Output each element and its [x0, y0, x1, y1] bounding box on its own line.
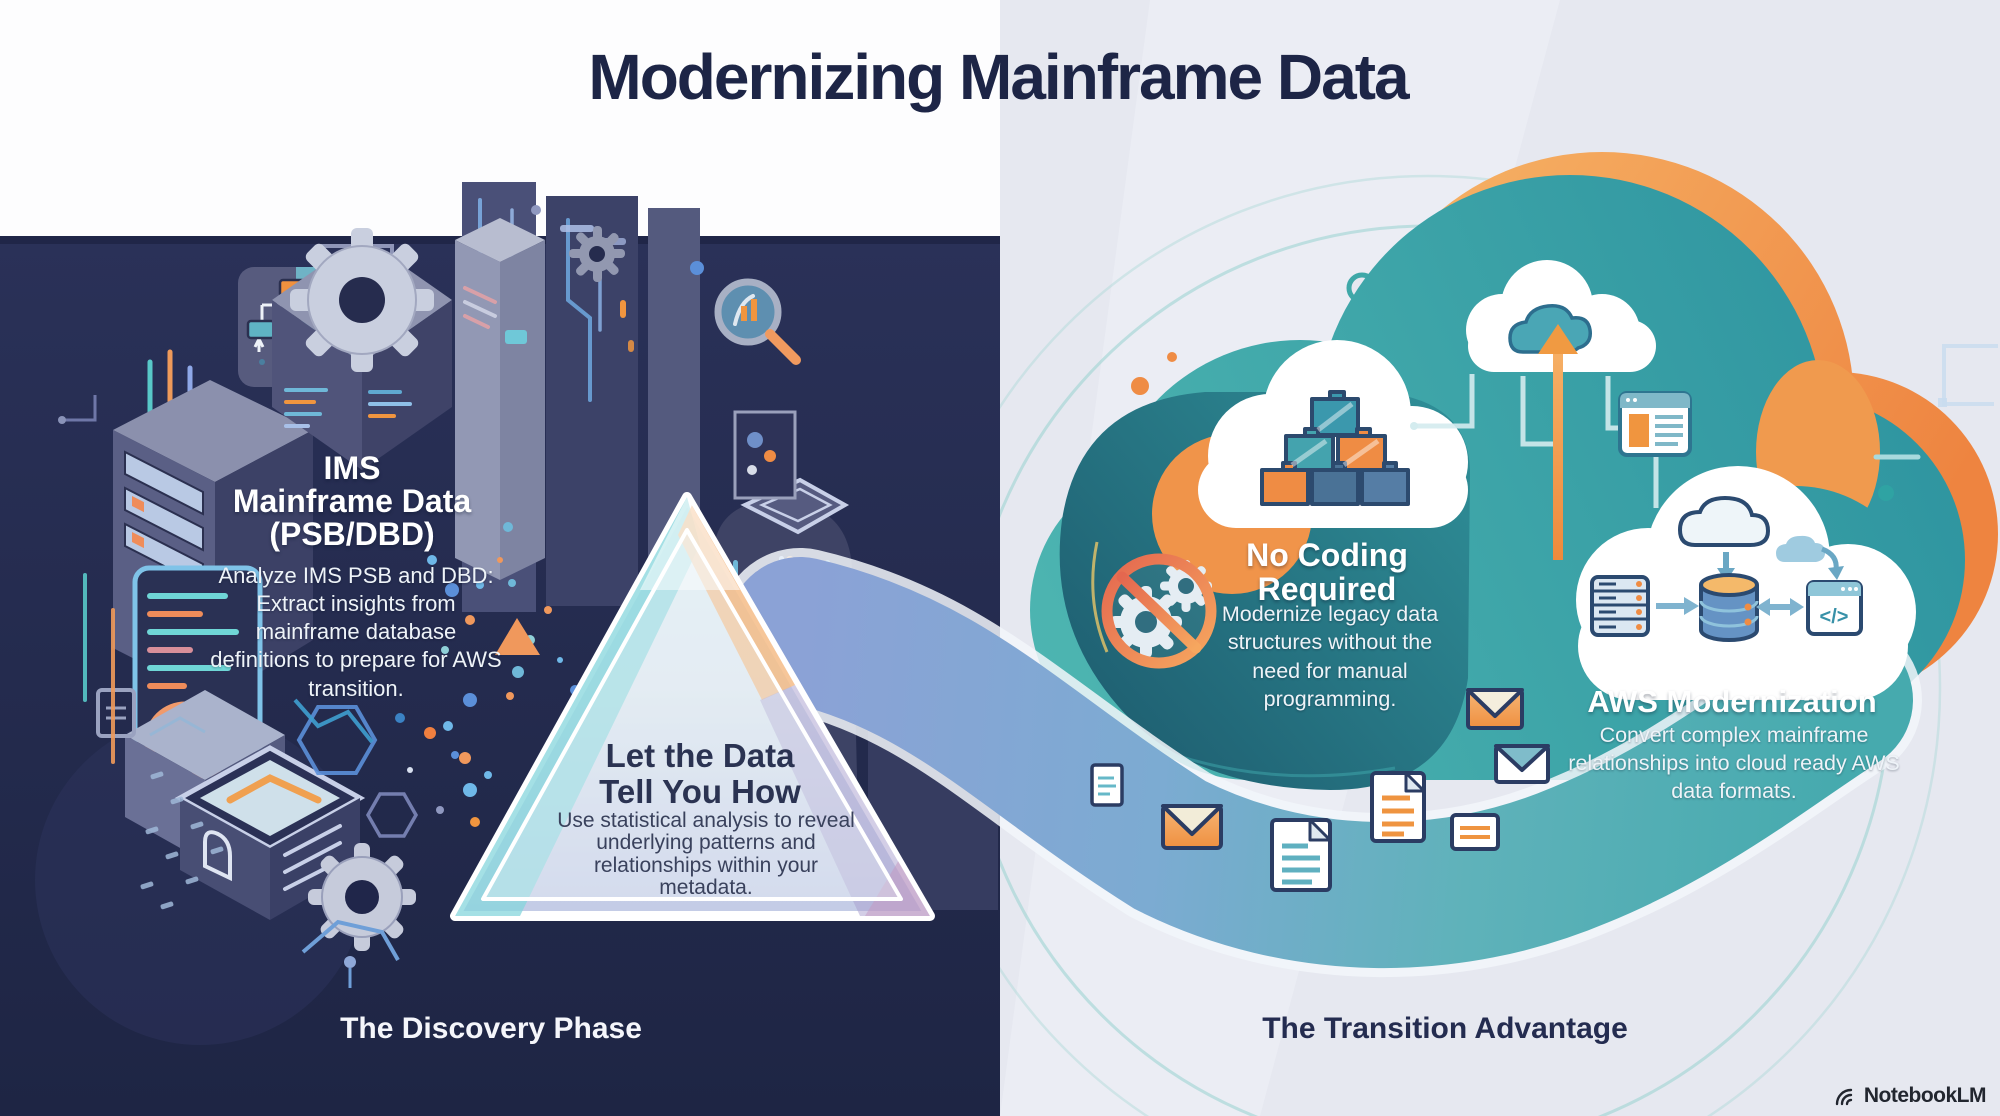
envelope-icon — [1494, 744, 1550, 784]
transition-advantage-label: The Transition Advantage — [1262, 1012, 1628, 1045]
no-coding-heading-line1: No Coding — [1246, 537, 1408, 573]
document-icon — [1370, 771, 1426, 843]
page-title: Modernizing Mainframe Data — [588, 41, 1409, 113]
triangle-heading-line2: Tell You How — [599, 773, 801, 810]
browser-window-icon — [1618, 391, 1692, 457]
triangle-body: Use statistical analysis to reveal under… — [557, 809, 855, 900]
up-arrow-head — [1538, 324, 1578, 354]
hexagon-decor — [293, 698, 419, 961]
envelope-icon — [1466, 688, 1524, 730]
no-code-prohibition-icon — [1101, 553, 1217, 669]
discovery-phase-label: The Discovery Phase — [340, 1012, 642, 1045]
ims-heading-line3: (PSB/DBD) — [269, 516, 435, 552]
document-icon — [1090, 763, 1124, 807]
envelope-icon — [1161, 804, 1223, 850]
server-stack-icon — [1590, 575, 1650, 637]
aws-cloud: </> — [1576, 466, 1916, 700]
code-glyph: </> — [1820, 606, 1849, 628]
ims-heading-line1: IMS — [323, 450, 381, 486]
data-flow-ribbon — [718, 548, 1922, 978]
pillar-icon — [455, 218, 545, 580]
cloud-outline-icon — [1677, 495, 1771, 582]
ims-heading-line2: Mainframe Data — [232, 483, 472, 519]
no-coding-heading: No Coding Required — [1246, 538, 1408, 606]
up-arrow-stem — [1553, 346, 1563, 560]
no-coding-heading-line2: Required — [1257, 571, 1397, 607]
triangle-heading-line1: Let the Data — [605, 737, 795, 774]
open-cubes-icon — [125, 690, 366, 920]
code-window-icon: </> — [1806, 580, 1863, 636]
ribbon-icons — [1090, 688, 1550, 892]
notebooklm-label: NotebookLM — [1863, 1084, 1987, 1107]
arrow-right-icon — [1656, 597, 1699, 615]
no-coding-body: Modernize legacy data structures without… — [1221, 602, 1439, 712]
chart-magnifier-icon — [690, 261, 801, 365]
framed-art-icon — [733, 410, 797, 500]
prism-triangle — [450, 492, 935, 921]
document-icon — [96, 688, 136, 738]
dash-field — [140, 771, 224, 910]
gear-icon — [308, 843, 416, 951]
data-blocks-cloud-icon — [1198, 340, 1468, 528]
gear-cube-icon — [272, 228, 452, 470]
ims-card-body: Analyze IMS PSB and DBD: Extract insight… — [210, 563, 502, 701]
data-dots — [427, 522, 622, 779]
aws-body: Convert complex mainframe relationships … — [1568, 723, 1900, 803]
triangle-marker — [495, 618, 540, 655]
note-card-icon — [1450, 813, 1500, 851]
ims-card-heading: IMS Mainframe Data (PSB/DBD) — [233, 452, 471, 551]
database-icon — [1699, 573, 1759, 642]
edge-decor — [1873, 344, 1998, 501]
arrow-both-icon — [1756, 598, 1804, 616]
small-cloud-icon — [1776, 535, 1844, 580]
triangle-heading: Let the Data Tell You How — [599, 738, 801, 810]
gear-icon — [569, 226, 625, 282]
mini-cloud — [1508, 304, 1592, 354]
document-icon — [1270, 818, 1332, 892]
gear-icon — [290, 228, 434, 372]
aws-heading: AWS Modernization — [1587, 684, 1877, 719]
notebooklm-logo — [1835, 1088, 1853, 1106]
cloud-upload-icon — [1410, 260, 1659, 560]
notebooklm-brandmark: NotebookLM — [1834, 1084, 1987, 1108]
scatter-dots — [395, 713, 480, 827]
